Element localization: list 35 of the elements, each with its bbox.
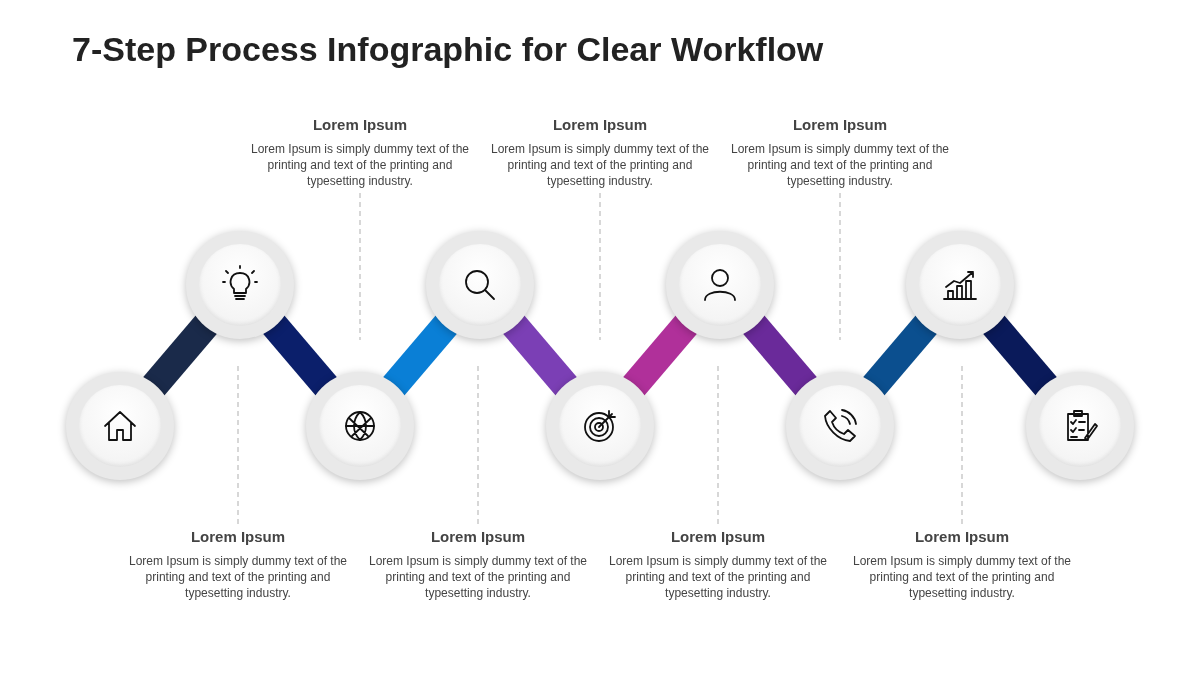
step-circle	[786, 372, 894, 480]
step-circle	[666, 231, 774, 339]
step-description: Lorem Ipsum is simply dummy text of the printing and text of the printing and typesetting industry.	[730, 141, 950, 189]
step-circle	[306, 372, 414, 480]
title: 7-Step Process Infographic for Clear Workflow	[72, 30, 824, 69]
step-description: Lorem Ipsum is simply dummy text of the printing and text of the printing and typesetting industry.	[128, 553, 348, 601]
connector-band	[383, 315, 457, 396]
connector-band	[143, 315, 217, 396]
step-description: Lorem Ipsum is simply dummy text of the printing and text of the printing and typesetting industry.	[608, 553, 828, 601]
step-description: Lorem Ipsum is simply dummy text of the printing and text of the printing and typesetting industry.	[250, 141, 470, 189]
step-circle	[186, 231, 294, 339]
step-circle	[1026, 372, 1134, 480]
step-circle	[546, 372, 654, 480]
step-heading: Lorem Ipsum	[312, 116, 408, 133]
step-heading: Lorem Ipsum	[190, 528, 286, 545]
leader-line	[599, 192, 601, 341]
step-circle	[906, 231, 1014, 339]
connector-band	[983, 315, 1057, 396]
connector-band	[743, 315, 817, 396]
step-heading: Lorem Ipsum	[792, 116, 888, 133]
leader-line	[839, 192, 841, 341]
step-heading: Lorem Ipsum	[552, 116, 648, 133]
step-heading: Lorem Ipsum	[670, 528, 766, 545]
leader-line	[359, 192, 361, 341]
step-description: Lorem Ipsum is simply dummy text of the printing and text of the printing and typesetting industry.	[852, 553, 1072, 601]
step-description: Lorem Ipsum is simply dummy text of the printing and text of the printing and typesetting industry.	[490, 141, 710, 189]
connector-band	[623, 315, 697, 396]
step-circle	[66, 372, 174, 480]
step-description: Lorem Ipsum is simply dummy text of the printing and text of the printing and typesetting industry.	[368, 553, 588, 601]
step-heading: Lorem Ipsum	[430, 528, 526, 545]
connector-band	[503, 315, 577, 396]
connector-band	[863, 315, 937, 396]
step-heading: Lorem Ipsum	[914, 528, 1010, 545]
connector-band	[263, 315, 337, 396]
step-circle	[426, 231, 534, 339]
